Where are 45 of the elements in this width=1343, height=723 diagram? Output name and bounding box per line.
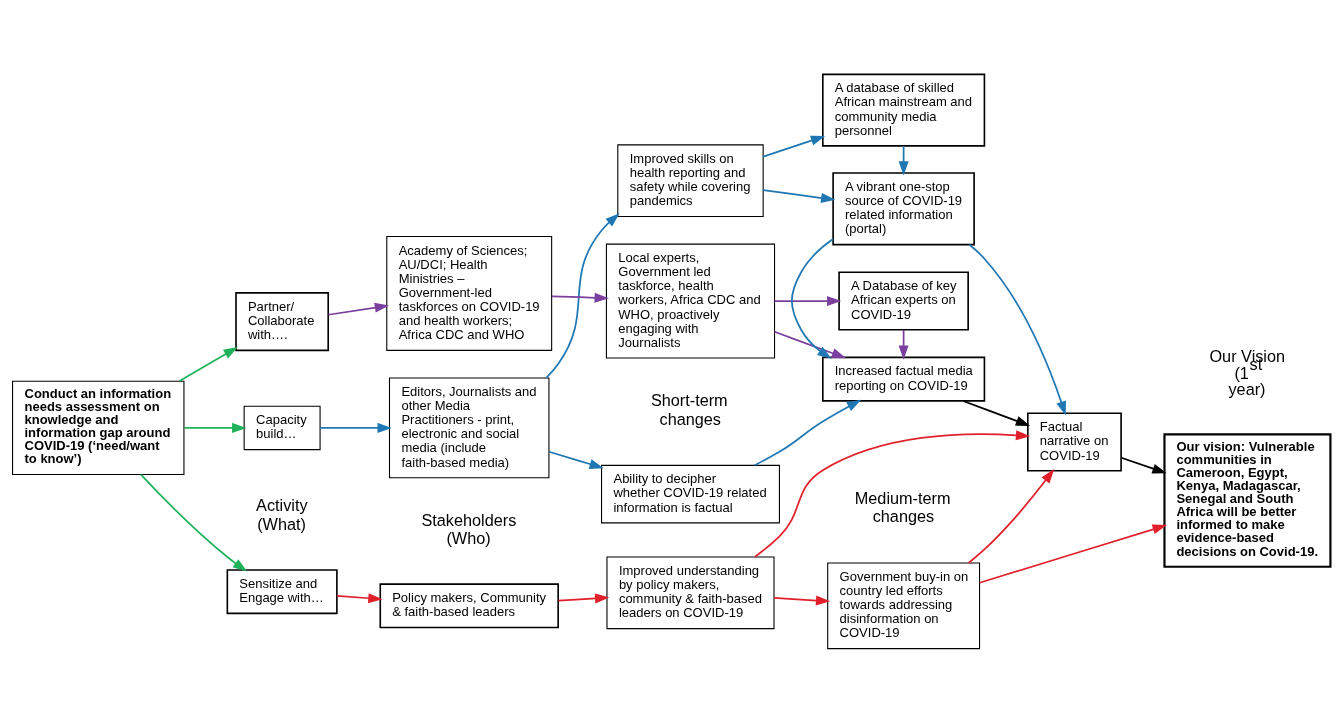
arrow xyxy=(962,400,1031,426)
arrow xyxy=(327,302,390,316)
label: Activity (What) xyxy=(256,496,308,533)
arrow xyxy=(548,450,604,469)
arrow xyxy=(754,430,1031,558)
label: Stakeholders (Who) xyxy=(421,510,517,547)
node-box: Government buy-in on country led efforts towards addressing disinformation on COVID-19 xyxy=(827,562,981,650)
arrow xyxy=(557,593,610,604)
arrow xyxy=(773,595,831,606)
node-box: Partner/ Collaborate with…. xyxy=(235,292,330,352)
node-box: Improved understanding by policy makers, community & faith-based leaders on COVID-19 xyxy=(606,556,775,630)
node-box: Ability to decipher whether COVID-19 related information is factual xyxy=(601,464,780,524)
node-box: Academy of Sciences; AU/DCI; Health Ministries – Government-led taskforces on COVID-19 and health workers; Africa CDC and WHO xyxy=(386,235,553,351)
arrow xyxy=(551,292,609,303)
node-box: A vibrant one-stop source of COVID-19 related information (portal) xyxy=(832,172,975,246)
arrow xyxy=(178,346,238,382)
arrow xyxy=(140,473,248,572)
node-box: Capacity build… xyxy=(243,405,321,451)
arrow xyxy=(773,330,847,359)
arrow xyxy=(773,296,842,307)
node-box: Increased factual media reporting on COVID-19 xyxy=(822,356,986,402)
node-box: A Database of key African experts on COVID-19 xyxy=(838,271,969,331)
node-box: Local experts, Government led taskforce, health workers, Africa CDC and WHO, proactively engaging with Journalists xyxy=(605,243,776,359)
arrow xyxy=(762,189,836,203)
arrow xyxy=(336,593,383,604)
arrow xyxy=(545,213,620,379)
label: Medium-term changes xyxy=(854,488,951,526)
arrow xyxy=(753,399,862,467)
node-box: Editors, Journalists and other Media Practitioners - print, electronic and social media (include faith-based media) xyxy=(388,377,550,479)
node-box: Sensitize and Engage with… xyxy=(226,569,338,615)
arrow xyxy=(790,238,834,359)
node-box: Improved skills on health reporting and safety while covering pandemics xyxy=(617,144,764,217)
arrow xyxy=(968,243,1066,416)
node-box: Policy makers, Community & faith-based leaders xyxy=(379,583,559,629)
node-box: Conduct an information needs assessment on knowledge and information gap around COVID-19 (‘need/want to know’) xyxy=(12,380,185,476)
arrow xyxy=(183,422,247,433)
arrow xyxy=(762,135,826,158)
arrow xyxy=(978,524,1167,584)
arrow xyxy=(1120,456,1167,474)
node-box: Our vision: Vulnerable communities in Cameroon, Egypt, Kenya, Madagascar, Senegal and South Africa will be better informed to make evidence-based decisions on Covid-19. xyxy=(1163,433,1332,568)
arrow xyxy=(967,469,1055,564)
arrow xyxy=(319,422,392,433)
label: Short-term changes xyxy=(650,391,728,428)
node-box: Factual narrative on COVID-19 xyxy=(1027,412,1122,472)
node-box: A database of skilled African mainstream and community media personnel xyxy=(822,73,986,147)
